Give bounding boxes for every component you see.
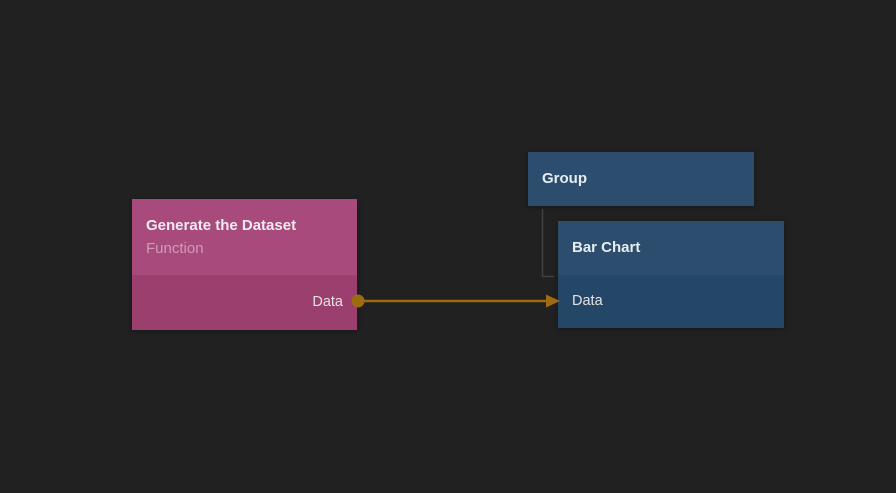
node-generate-dataset[interactable]: Generate the Dataset Function Data bbox=[132, 199, 357, 330]
node-header: Generate the Dataset Function bbox=[132, 199, 357, 275]
input-port-data-label[interactable]: Data bbox=[572, 293, 603, 310]
node-title: Bar Chart bbox=[572, 239, 641, 257]
group-child-link bbox=[541, 209, 554, 278]
node-output-section: Data bbox=[132, 275, 357, 330]
node-subtitle: Function bbox=[146, 239, 204, 257]
node-title: Generate the Dataset bbox=[146, 217, 297, 234]
node-bar-chart[interactable]: Bar Chart Data bbox=[558, 221, 784, 328]
node-title: Group bbox=[542, 170, 587, 188]
node-group[interactable]: Group bbox=[528, 152, 754, 206]
output-port-data-label[interactable]: Data bbox=[312, 294, 343, 311]
node-header: Bar Chart bbox=[558, 221, 784, 275]
connection-wire[interactable] bbox=[351, 294, 561, 308]
node-input-section: Data bbox=[558, 275, 784, 328]
node-header: Group bbox=[528, 152, 754, 206]
